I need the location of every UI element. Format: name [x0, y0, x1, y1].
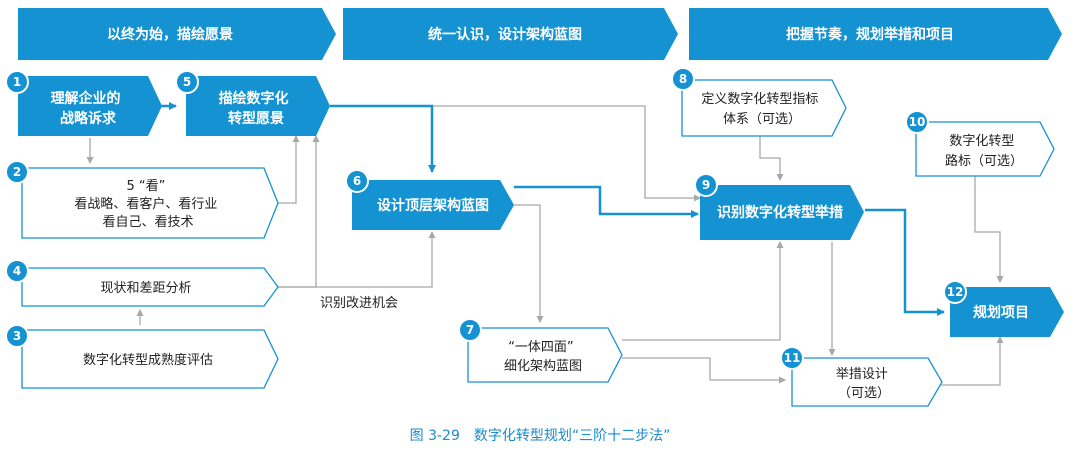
edge-6-to-7	[514, 204, 544, 323]
svg-text:1: 1	[13, 75, 21, 89]
step-10-text: 数字化转型 路标（可选）	[945, 134, 1023, 169]
step-7-badge: 7	[458, 318, 482, 342]
svg-text:5: 5	[183, 75, 191, 89]
step-9-text: 识别数字化转型举措	[717, 204, 843, 221]
svg-text:3: 3	[13, 329, 21, 343]
svg-text:4: 4	[13, 264, 21, 278]
step-11-badge: 11	[780, 346, 804, 370]
step-9-badge: 9	[694, 173, 718, 197]
step-2-badge: 2	[5, 160, 29, 184]
edge-6-to-9	[514, 185, 699, 218]
edge-5-to-9	[330, 105, 701, 202]
edge-4-to-5	[278, 135, 320, 288]
step-8-node: 定义数字化转型指标 体系（可选）	[681, 79, 847, 137]
connectors-main	[160, 102, 945, 316]
step-3-badge: 3	[5, 324, 29, 348]
edge-2-to-5	[278, 135, 300, 204]
step-2-text: 5 “看” 看战略、看客户、看行业 看自己、看技术	[74, 178, 221, 230]
step-7-text: “一体四面” 细化架构蓝图	[504, 340, 582, 374]
edge-9-to-12	[865, 208, 945, 316]
step-11-node: 举措设计 （可选）	[791, 357, 943, 407]
step-5-badge: 5	[175, 70, 199, 94]
step-5-text: 描绘数字化 转型愿景	[219, 90, 294, 127]
step-12-text: 规划项目	[973, 304, 1029, 321]
step-2-node: 5 “看” 看战略、看客户、看行业 看自己、看技术	[21, 167, 279, 239]
edge-5-to-6	[330, 104, 436, 173]
svg-text:9: 9	[702, 178, 710, 192]
figure-caption: 图 3-29 数字化转型规划“三阶十二步法”	[410, 428, 671, 444]
edge-label-improvement: 识别改进机会	[320, 296, 398, 311]
svg-text:11: 11	[784, 351, 801, 365]
edge-4-to-6	[278, 231, 436, 288]
step-1-node: 理解企业的 战略诉求	[18, 76, 162, 136]
phase-banner-2-label: 统一认识，设计架构蓝图	[428, 26, 582, 43]
svg-text:12: 12	[947, 285, 964, 299]
step-4-text: 现状和差距分析	[100, 281, 191, 296]
phase-banner-1: 以终为始，描绘愿景	[18, 8, 336, 60]
svg-text:8: 8	[679, 72, 687, 86]
step-6-text: 设计顶层架构蓝图	[377, 197, 489, 214]
phase-banner-3-label: 把握节奏，规划举措和项目	[786, 26, 954, 43]
svg-text:2: 2	[13, 165, 21, 179]
step-number-badges: 1 5 2 4 3 6 7 8	[5, 67, 967, 370]
step-1-badge: 1	[5, 70, 29, 94]
phase-banner-2: 统一认识，设计架构蓝图	[343, 8, 678, 60]
step-6-node: 设计顶层架构蓝图	[352, 180, 514, 230]
svg-text:10: 10	[909, 115, 926, 129]
step-12-badge: 12	[943, 280, 967, 304]
connectors-gray	[86, 105, 1004, 386]
edge-8-to-9	[759, 136, 784, 181]
step-4-badge: 4	[5, 259, 29, 283]
svg-text:7: 7	[466, 323, 474, 337]
step-3-node: 数字化转型成熟度评估	[21, 329, 279, 389]
edge-10-to-12	[974, 176, 1004, 283]
step-11-text: 举措设计 （可选）	[836, 367, 892, 401]
step-8-badge: 8	[671, 67, 695, 91]
step-3-text: 数字化转型成熟度评估	[83, 352, 213, 368]
edge-11-to-12	[940, 336, 1004, 386]
step-9-node: 识别数字化转型举措	[700, 185, 864, 240]
step-10-node: 数字化转型 路标（可选）	[915, 121, 1055, 177]
edge-7-to-11	[622, 357, 786, 384]
step-8-text: 定义数字化转型指标 体系（可选）	[701, 92, 822, 127]
step-4-node: 现状和差距分析	[21, 267, 279, 307]
step-6-badge: 6	[345, 169, 369, 193]
step-10-badge: 10	[905, 110, 929, 134]
phase-banner-3: 把握节奏，规划举措和项目	[689, 8, 1062, 60]
phase-banner-1-label: 以终为始，描绘愿景	[107, 26, 233, 43]
edge-7-to-9	[622, 241, 784, 341]
step-1-text: 理解企业的 战略诉求	[51, 90, 126, 127]
step-5-node: 描绘数字化 转型愿景	[186, 76, 330, 136]
svg-text:6: 6	[353, 174, 361, 188]
step-7-node: “一体四面” 细化架构蓝图	[467, 327, 623, 383]
step-12-node: 规划项目	[950, 287, 1064, 337]
